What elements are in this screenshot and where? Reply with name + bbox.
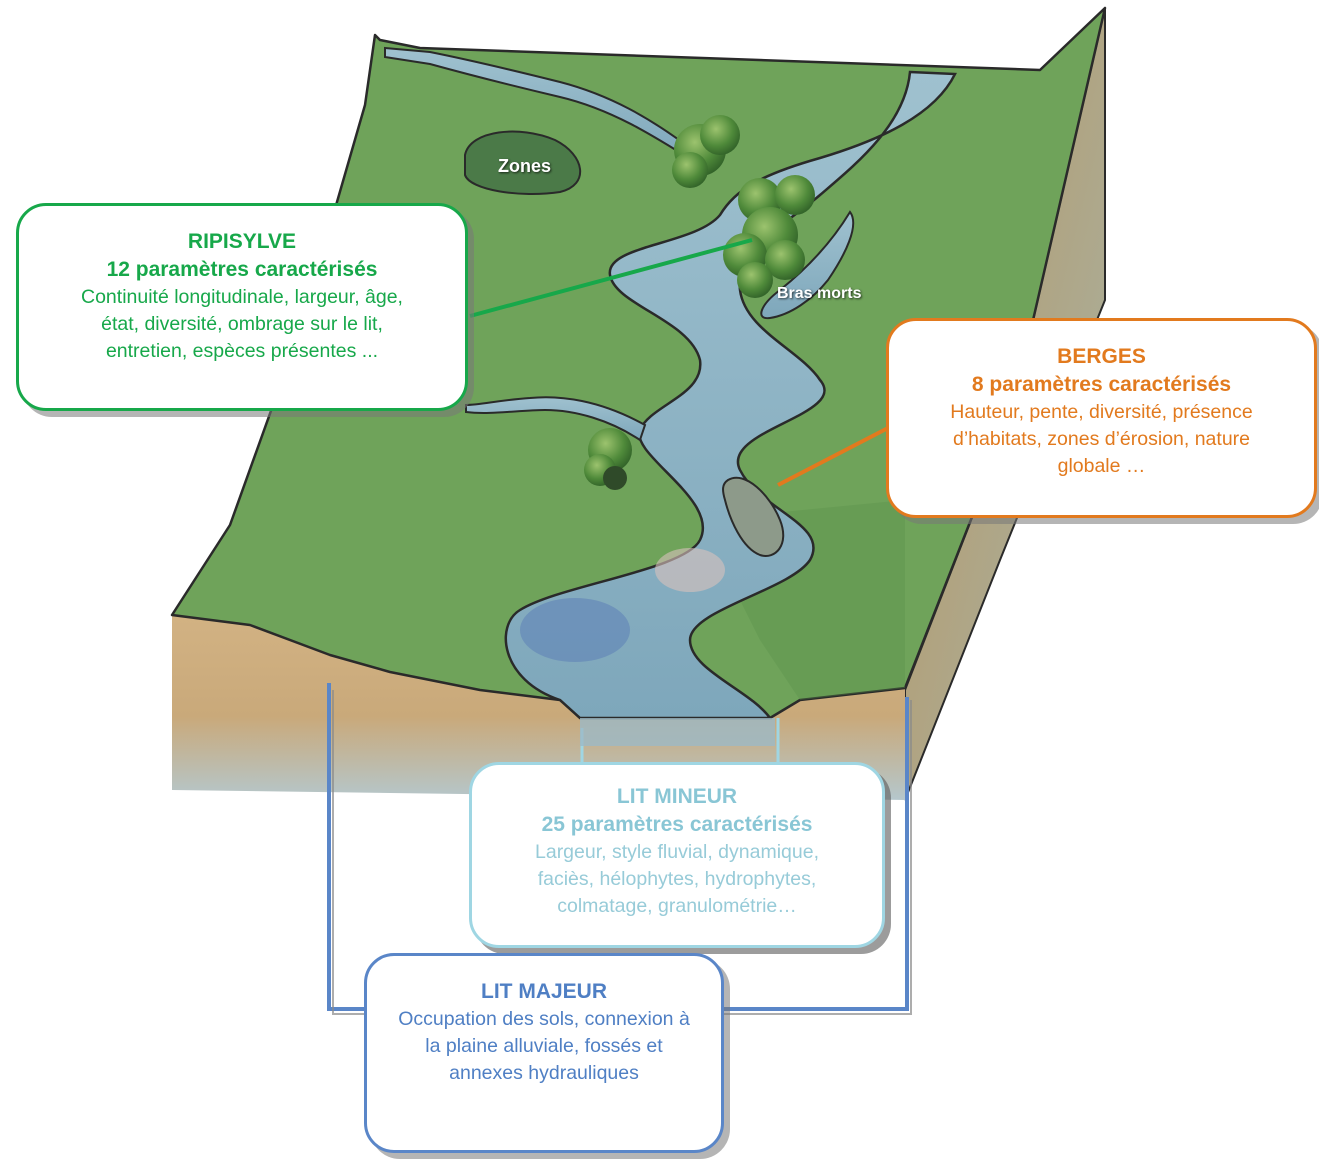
side-channel — [465, 396, 647, 442]
lit-majeur-bracket — [327, 683, 909, 1011]
berges-desc-line: Hauteur, pente, diversité, présence — [950, 401, 1253, 423]
lit-mineur-subtitle: 25 paramètres caractérisés — [541, 813, 813, 836]
berges-title: BERGES — [1057, 345, 1146, 368]
floodplain-grass — [170, 6, 1107, 720]
berges-callout: BERGES 8 paramètres caractérisés Hauteur… — [886, 318, 1317, 518]
lit-majeur-desc-line: Occupation des sols, connexion à — [398, 1008, 690, 1030]
lit-mineur-title: LIT MINEUR — [616, 785, 738, 808]
lit-majeur-desc-line: la plaine alluviale, fossés et — [425, 1035, 663, 1057]
ripisylve-desc-line: état, diversité, ombrage sur le lit, — [101, 313, 383, 335]
main-river — [504, 70, 957, 720]
berges-desc-line: d’habitats, zones d’érosion, nature — [952, 428, 1251, 450]
ripisylve-desc-line: Continuité longitudinale, largeur, âge, — [81, 286, 403, 308]
lit-majeur-callout: LIT MAJEUR Occupation des sols, connexio… — [364, 953, 724, 1153]
lit-mineur-desc-line: colmatage, granulométrie… — [557, 895, 797, 917]
ripisylve-callout: RIPISYLVE 12 paramètres caractérisés Con… — [16, 203, 468, 411]
lit-mineur-desc-line: Largeur, style fluvial, dynamique, — [535, 841, 819, 863]
ripisylve-title: RIPISYLVE — [187, 230, 297, 253]
zones-pond — [464, 130, 581, 195]
bras-morts — [760, 210, 855, 320]
ripisylve-connector — [469, 238, 753, 318]
lit-mineur-callout: LIT MINEUR 25 paramètres caractérisés La… — [469, 762, 885, 948]
ripisylve-subtitle: 12 paramètres caractérisés — [106, 258, 378, 281]
channel-bed — [580, 718, 775, 746]
berges-desc-line: globale … — [1057, 455, 1146, 477]
lit-majeur-title: LIT MAJEUR — [481, 980, 607, 1003]
riparian-trees — [584, 115, 815, 490]
berges-subtitle: 8 paramètres caractérisés — [971, 373, 1232, 396]
riffle — [655, 548, 725, 592]
lit-majeur-desc-line: annexes hydrauliques — [449, 1062, 639, 1084]
bras-morts-label: Bras morts — [777, 285, 862, 302]
block-front-face — [172, 615, 905, 800]
deep-pool — [520, 598, 630, 662]
zones-label: Zones — [498, 156, 552, 176]
ripisylve-desc-line: entretien, espèces présentes ... — [105, 340, 379, 362]
island — [722, 476, 785, 557]
berges-connector — [777, 426, 889, 487]
lit-mineur-desc-line: faciès, hélophytes, hydrophytes, — [537, 868, 817, 890]
